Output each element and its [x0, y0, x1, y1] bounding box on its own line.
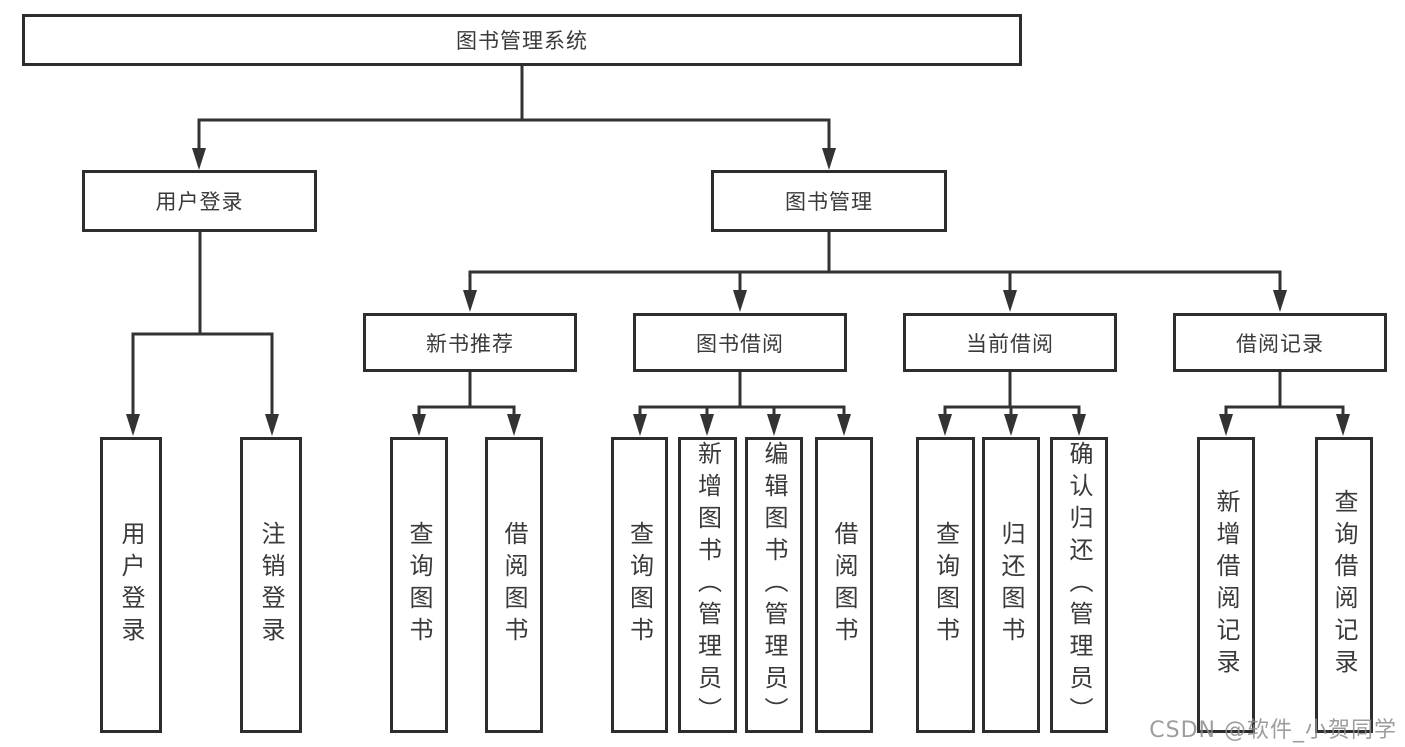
- node-borrow-record: 借阅记录: [1173, 313, 1387, 372]
- node-book-borrow: 图书借阅: [633, 313, 847, 372]
- node-label: 查询图书: [931, 521, 960, 649]
- node-label: 图书借阅: [696, 331, 784, 356]
- node-label: 新增借阅记录: [1212, 489, 1240, 681]
- leaf-add-book-admin: 新增图书（管理员）: [678, 437, 737, 733]
- leaf-return-book: 归还图书: [982, 437, 1040, 733]
- leaf-query-book-3: 查询图书: [916, 437, 975, 733]
- node-label: 图书管理: [785, 190, 873, 214]
- node-label: 图书管理系统: [456, 29, 588, 53]
- node-label: 注销登录: [257, 521, 285, 649]
- node-current-borrow: 当前借阅: [903, 313, 1117, 372]
- node-label: 用户登录: [155, 190, 244, 214]
- node-label: 编辑图书（管理员）: [760, 441, 788, 729]
- node-book-management: 图书管理: [711, 170, 947, 232]
- node-label: 查询借阅记录: [1330, 489, 1358, 681]
- leaf-borrow-book-2: 借阅图书: [815, 437, 873, 733]
- leaf-confirm-return-admin: 确认归还（管理员）: [1050, 437, 1108, 733]
- node-label: 新书推荐: [426, 331, 514, 356]
- node-label: 借阅图书: [500, 521, 528, 649]
- leaf-logout: 注销登录: [240, 437, 302, 733]
- leaf-query-book-1: 查询图书: [390, 437, 448, 733]
- node-new-book-recommend: 新书推荐: [363, 313, 577, 372]
- node-label: 借阅记录: [1236, 331, 1324, 356]
- leaf-user-login: 用户登录: [100, 437, 162, 733]
- node-library-management-system: 图书管理系统: [22, 14, 1022, 66]
- node-label: 查询图书: [405, 521, 433, 649]
- leaf-query-book-2: 查询图书: [611, 437, 668, 733]
- leaf-add-borrow-record: 新增借阅记录: [1197, 437, 1255, 733]
- leaf-query-borrow-record: 查询借阅记录: [1315, 437, 1373, 733]
- node-user-login: 用户登录: [82, 170, 317, 232]
- node-label: 归还图书: [997, 521, 1025, 649]
- leaf-edit-book-admin: 编辑图书（管理员）: [745, 437, 803, 733]
- arrowheads: [126, 148, 1350, 436]
- node-label: 确认归还（管理员）: [1065, 441, 1093, 729]
- csdn-watermark: CSDN @软件_小贺同学: [1149, 718, 1397, 743]
- node-label: 用户登录: [117, 521, 145, 649]
- node-label: 借阅图书: [830, 521, 858, 649]
- node-label: 查询图书: [625, 521, 654, 649]
- node-label: 新增图书（管理员）: [693, 441, 722, 729]
- leaf-borrow-book-1: 借阅图书: [485, 437, 543, 733]
- node-label: 当前借阅: [966, 331, 1054, 356]
